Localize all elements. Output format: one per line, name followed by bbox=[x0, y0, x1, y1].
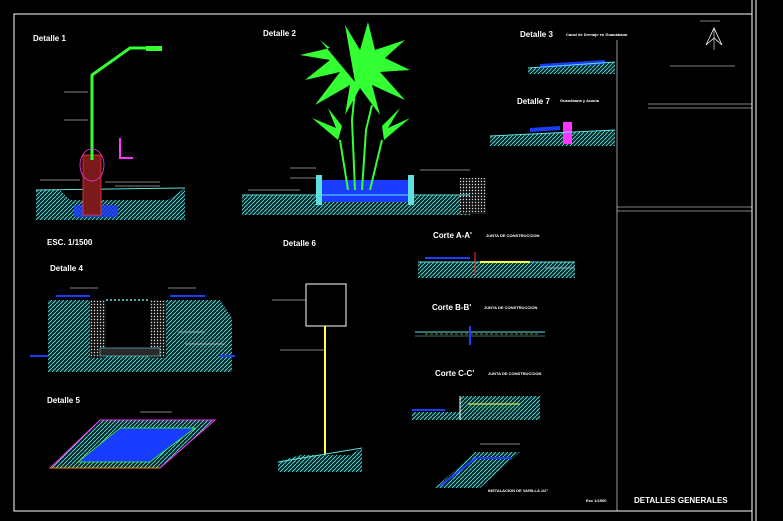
detail-1-drawing bbox=[35, 46, 186, 220]
detail-1-title: Detalle 1 bbox=[33, 34, 66, 43]
scale-note: ESC. 1/1500 bbox=[47, 238, 93, 247]
rebar-drawing bbox=[435, 443, 520, 488]
cut-aa-note: JUNTA DE CONSTRUCCION bbox=[486, 233, 539, 238]
cut-aa-drawing bbox=[418, 252, 575, 278]
detail-4-drawing bbox=[30, 287, 235, 372]
title-block-title: DETALLES GENERALES bbox=[634, 496, 728, 505]
detail-3-drawing bbox=[527, 60, 616, 74]
detail-2-drawing bbox=[242, 22, 486, 215]
detail-5-title: Detalle 5 bbox=[47, 396, 80, 405]
detail-3-note: Canal de Drenaje en Guanábana bbox=[566, 32, 628, 37]
cut-bb-title: Corte B-B' bbox=[432, 303, 471, 312]
detail-7-note: Guanábana y Acacia bbox=[560, 98, 600, 103]
detail-5-drawing bbox=[48, 411, 217, 469]
detail-7-title: Detalle 7 bbox=[517, 97, 550, 106]
cut-bb-drawing bbox=[415, 326, 545, 345]
cut-cc-note: JUNTA DE CONSTRUCCION bbox=[488, 371, 541, 376]
cut-bb-note: JUNTA DE CONSTRUCCION bbox=[484, 305, 537, 310]
title-block-scale: Esc 1/1500 bbox=[586, 498, 607, 503]
detail-6-title: Detalle 6 bbox=[283, 239, 316, 248]
rebar-note: INSTALACION DE VARILLA 1/2" bbox=[488, 488, 548, 493]
detail-2-title: Detalle 2 bbox=[263, 29, 296, 38]
detail-3-title: Detalle 3 bbox=[520, 30, 553, 39]
detail-4-title: Detalle 4 bbox=[50, 264, 83, 273]
detail-6-drawing bbox=[272, 283, 363, 472]
cut-cc-title: Corte C-C' bbox=[435, 369, 474, 378]
cut-cc-drawing bbox=[412, 396, 540, 420]
cut-aa-title: Corte A-A' bbox=[433, 231, 472, 240]
north-arrow-icon bbox=[700, 20, 723, 50]
detail-7-drawing bbox=[489, 122, 616, 146]
